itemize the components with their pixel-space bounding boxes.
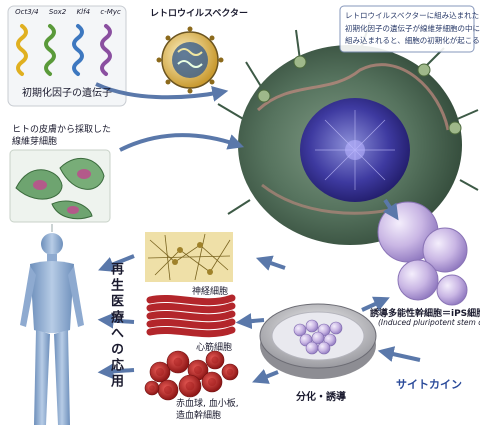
muscle-fiber — [146, 318, 236, 330]
heart-cells-label: 心筋細胞 — [196, 343, 233, 353]
fibroblast-line-1: ヒトの皮膚から採取した — [12, 125, 112, 135]
human-body-figure — [20, 224, 84, 425]
fibroblast-caption: ヒトの皮膚から採取した 線維芽細胞 — [12, 124, 111, 148]
ips-colony-cell — [329, 321, 343, 335]
gene-squiggle-4 — [100, 24, 112, 76]
blood-cells-label: 赤血球, 血小板, 造血幹細胞 — [176, 398, 239, 422]
flow-arrows — [95, 82, 421, 384]
blood-line-1: 赤血球, 血小板, — [176, 399, 239, 409]
ips-cells-image — [377, 201, 468, 306]
ips-colony-cell — [317, 341, 331, 355]
muscle-fiber — [146, 326, 236, 338]
cytokine-label: サイトカイン — [396, 378, 462, 391]
gene-name-3: Klf4 — [76, 8, 91, 16]
retrovirus-title: レトロウイルスベクター — [150, 9, 249, 19]
regenerative-medicine-label: 再生医療への応用 — [108, 262, 123, 390]
fibroblast-cells — [9, 149, 111, 223]
muscle-fiber — [146, 310, 236, 322]
gene-panel — [7, 5, 127, 107]
ips-colony-cell — [305, 341, 319, 355]
fibroblast-line-2: 線維芽細胞 — [12, 137, 58, 147]
gene-name-2: Sox2 — [48, 8, 67, 16]
differentiation-label: 分化・誘導 — [296, 392, 346, 403]
culture-dish — [259, 303, 377, 379]
note-line-2: 初期化因子の遺伝子が線維芽細胞の中に — [345, 23, 480, 33]
gene-name-4: c-Myc — [100, 8, 121, 16]
note-line-1: レトロウイルスベクターに組み込まれた — [345, 11, 480, 20]
nerve-cells-label: 神経細胞 — [192, 287, 229, 297]
gene-name-row: Oct3/4 Sox2 Klf4 c-Myc — [10, 8, 126, 16]
muscle-fiber — [146, 294, 236, 306]
nerve-cells-image — [145, 232, 233, 282]
gene-caption: 初期化因子の遺伝子 — [22, 88, 112, 99]
gene-squiggles — [16, 24, 112, 76]
ips-english-label: (Induced pluripotent stem cell) — [378, 318, 480, 327]
blood-cells-image — [144, 350, 239, 401]
ips-colony-cell — [311, 331, 325, 345]
fibroblast-reprogramming-cell — [217, 21, 479, 245]
retrovirus-particle — [156, 26, 224, 94]
gene-squiggle-2 — [44, 24, 56, 76]
note-line-3: 組み込まれると、細胞の初期化が起こる — [345, 36, 480, 45]
note-text: レトロウイルスベクターに組み込まれた 初期化因子の遺伝子が線維芽細胞の中に 組み… — [345, 10, 480, 48]
note-box — [339, 5, 475, 53]
ips-colony-cell — [293, 323, 307, 337]
gene-squiggle-3 — [72, 24, 84, 76]
gene-name-1: Oct3/4 — [15, 8, 39, 16]
ips-label: 誘導多能性幹細胞＝iPS細胞 — [370, 309, 480, 319]
ips-colony-cell — [305, 319, 319, 333]
blood-line-2: 造血幹細胞 — [176, 411, 222, 421]
muscle-fiber — [146, 302, 236, 314]
heart-muscle-image — [146, 294, 236, 338]
gene-squiggle-1 — [16, 24, 28, 76]
